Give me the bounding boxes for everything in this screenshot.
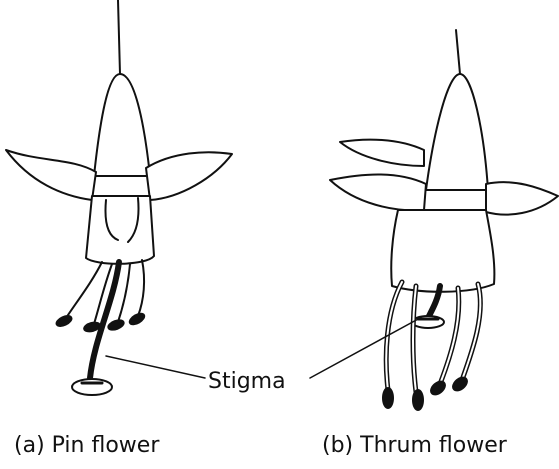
pin-flower-tube xyxy=(94,74,150,176)
thrum-sepal-right xyxy=(486,182,558,214)
thrum-stamen-filament xyxy=(440,288,459,384)
pin-anther xyxy=(55,314,73,328)
pin-sepal-right xyxy=(146,152,232,200)
stigma-leader-line-pin xyxy=(106,356,205,378)
pin-sepal-left xyxy=(6,150,96,200)
thrum-flower-tube xyxy=(426,74,488,190)
thrum-sepal-left xyxy=(330,175,426,211)
thrum-anther xyxy=(413,390,423,410)
pin-petals xyxy=(86,196,154,264)
caption-thrum-flower: (b) Thrum flower xyxy=(322,433,508,458)
thrum-anther xyxy=(451,375,470,393)
pin-anther xyxy=(128,312,146,327)
thrum-stalk xyxy=(456,30,460,74)
pin-anther xyxy=(107,319,125,332)
thrum-anther xyxy=(383,388,393,408)
thrum-petals xyxy=(391,210,494,292)
pin-stamen-filament xyxy=(66,262,102,318)
thrum-flower xyxy=(330,30,558,410)
caption-pin-flower: (a) Pin flower xyxy=(14,433,160,458)
pin-flower xyxy=(6,0,232,395)
pin-stigma xyxy=(72,379,112,395)
stigma-label: Stigma xyxy=(208,369,286,394)
thrum-anther xyxy=(429,379,448,397)
thrum-sepal-left-upper xyxy=(340,140,424,166)
pin-stalk xyxy=(118,0,120,74)
pin-stamen-filament xyxy=(138,260,144,316)
stigma-leader-line-thrum xyxy=(310,318,420,378)
